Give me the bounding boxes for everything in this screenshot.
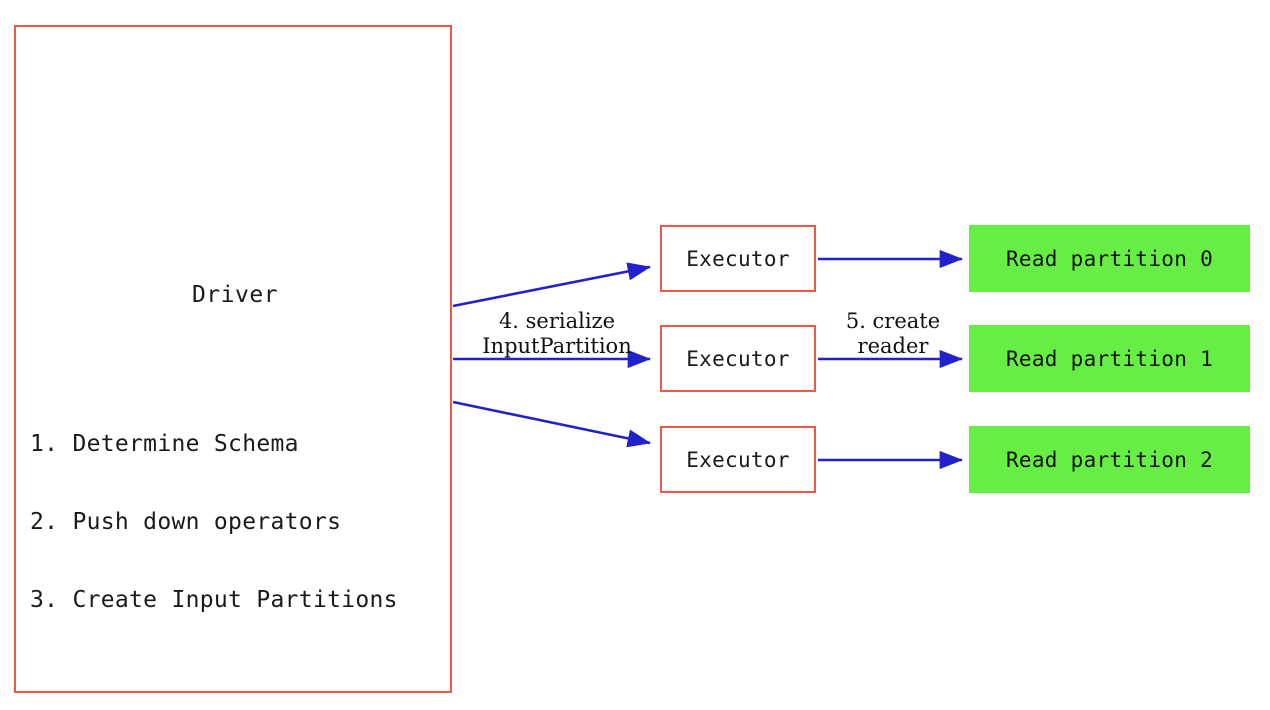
edge-label-serialize-inputpartition: 4. serialize InputPartition bbox=[457, 309, 657, 359]
read-partition-node-1[interactable]: Read partition 1 bbox=[969, 325, 1250, 392]
read-partition-label-2: Read partition 2 bbox=[1005, 447, 1214, 472]
driver-step-list: 1. Determine Schema 2. Push down operato… bbox=[30, 379, 450, 665]
driver-node[interactable]: Driver 1. Determine Schema 2. Push down … bbox=[14, 25, 452, 693]
executor-node-2[interactable]: Executor bbox=[660, 325, 816, 392]
edge-label-create-reader-line-2: reader bbox=[857, 334, 929, 358]
edge-label-serialize-line-1: 4. serialize bbox=[498, 309, 616, 333]
executor-node-1[interactable]: Executor bbox=[660, 225, 816, 292]
driver-step-1: 1. Determine Schema bbox=[30, 431, 299, 457]
driver-step-3: 3. Create Input Partitions bbox=[30, 587, 398, 613]
driver-step-2: 2. Push down operators bbox=[30, 509, 342, 535]
edge-driver-to-executor-1 bbox=[452, 262, 652, 308]
edge-label-create-reader: 5. create reader bbox=[823, 309, 963, 359]
edge-driver-to-executor-3 bbox=[452, 400, 652, 448]
read-partition-node-2[interactable]: Read partition 2 bbox=[969, 426, 1250, 493]
executor-label-2: Executor bbox=[686, 346, 790, 371]
read-partition-node-0[interactable]: Read partition 0 bbox=[969, 225, 1250, 292]
read-partition-label-0: Read partition 0 bbox=[1005, 246, 1214, 271]
edge-label-serialize-line-2: InputPartition bbox=[482, 334, 632, 358]
executor-node-3[interactable]: Executor bbox=[660, 426, 816, 493]
driver-title: Driver bbox=[191, 282, 279, 308]
read-partition-label-1: Read partition 1 bbox=[1005, 346, 1214, 371]
edge-label-create-reader-line-1: 5. create bbox=[845, 309, 941, 333]
executor-label-3: Executor bbox=[686, 447, 790, 472]
executor-label-1: Executor bbox=[686, 246, 790, 271]
